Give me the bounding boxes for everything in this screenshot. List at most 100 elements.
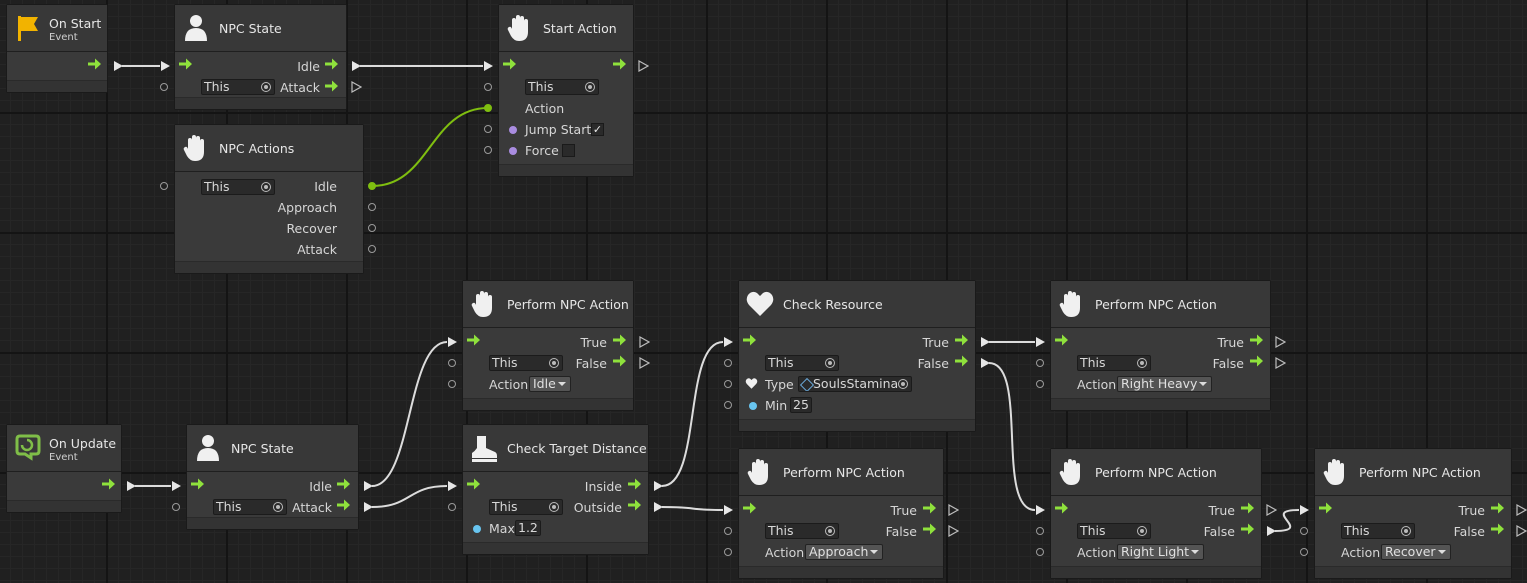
value-port[interactable]: [1036, 359, 1044, 367]
force-checkbox[interactable]: [562, 144, 575, 157]
min-value-field[interactable]: 25: [790, 397, 812, 413]
on-update-node[interactable]: On Update Event: [6, 424, 122, 513]
exec-port[interactable]: [160, 60, 171, 72]
npc-state-node[interactable]: NPC State This Idle Attack: [174, 4, 347, 110]
jump-start-checkbox[interactable]: ✓: [591, 123, 604, 136]
target-field[interactable]: This: [525, 79, 599, 95]
value-port[interactable]: [172, 503, 180, 511]
exec-port[interactable]: [723, 336, 734, 348]
type-field[interactable]: SoulsStamina: [798, 376, 912, 392]
exec-port[interactable]: [639, 336, 650, 348]
start-action-node[interactable]: Start Action This Action Jump Start ✓ Fo…: [498, 4, 634, 177]
target-field[interactable]: This: [1077, 355, 1151, 371]
npc-actions-node[interactable]: NPC Actions This Idle Approach Recover A…: [174, 124, 364, 274]
object-picker-icon[interactable]: [549, 502, 559, 512]
exec-port[interactable]: [447, 480, 458, 492]
target-field[interactable]: This: [1341, 523, 1415, 539]
target-field[interactable]: This: [213, 499, 287, 515]
exec-port[interactable]: [948, 525, 959, 537]
value-port[interactable]: [160, 83, 168, 91]
value-port[interactable]: [724, 548, 732, 556]
exec-port[interactable]: [363, 480, 374, 492]
object-picker-icon[interactable]: [585, 82, 595, 92]
exec-port[interactable]: [980, 357, 991, 369]
exec-port[interactable]: [351, 60, 362, 72]
object-picker-icon[interactable]: [549, 358, 559, 368]
exec-port[interactable]: [1516, 525, 1527, 537]
perform-npc-action-node[interactable]: Perform NPC Action This Action Right Lig…: [1050, 448, 1262, 579]
exec-port[interactable]: [1275, 357, 1286, 369]
exec-port[interactable]: [1516, 504, 1527, 516]
action-dropdown[interactable]: Approach: [805, 544, 884, 560]
action-dropdown[interactable]: Right Light: [1117, 544, 1205, 560]
value-port[interactable]: [484, 104, 492, 112]
exec-port[interactable]: [980, 336, 991, 348]
object-picker-icon[interactable]: [898, 379, 908, 389]
value-port[interactable]: [484, 83, 492, 91]
value-port[interactable]: [724, 401, 732, 409]
exec-port[interactable]: [171, 480, 182, 492]
exec-port[interactable]: [639, 357, 650, 369]
object-picker-icon[interactable]: [1137, 526, 1147, 536]
on-start-node[interactable]: On Start Event: [6, 4, 108, 93]
target-field[interactable]: This: [765, 523, 839, 539]
exec-port[interactable]: [638, 60, 649, 72]
value-port[interactable]: [368, 203, 376, 211]
exec-port[interactable]: [1299, 504, 1310, 516]
value-port[interactable]: [1300, 527, 1308, 535]
value-port[interactable]: [1036, 527, 1044, 535]
object-picker-icon[interactable]: [261, 182, 271, 192]
object-picker-icon[interactable]: [825, 526, 835, 536]
target-field[interactable]: This: [201, 179, 275, 195]
object-picker-icon[interactable]: [1401, 526, 1411, 536]
exec-port[interactable]: [483, 60, 494, 72]
value-port[interactable]: [368, 182, 376, 190]
exec-port[interactable]: [126, 480, 137, 492]
exec-port[interactable]: [351, 81, 362, 93]
action-dropdown[interactable]: Idle: [529, 376, 571, 392]
exec-port[interactable]: [1035, 336, 1046, 348]
target-field[interactable]: This: [489, 355, 563, 371]
target-field[interactable]: This: [201, 79, 275, 95]
exec-port[interactable]: [653, 501, 664, 513]
value-port[interactable]: [1300, 548, 1308, 556]
object-picker-icon[interactable]: [1137, 358, 1147, 368]
target-field[interactable]: This: [1077, 523, 1151, 539]
value-port[interactable]: [368, 245, 376, 253]
check-resource-node[interactable]: Check Resource This Type SoulsStamina Mi…: [738, 280, 976, 432]
value-port[interactable]: [1036, 548, 1044, 556]
value-port[interactable]: [724, 380, 732, 388]
target-field[interactable]: This: [765, 355, 839, 371]
exec-port[interactable]: [653, 480, 664, 492]
exec-port[interactable]: [948, 504, 959, 516]
exec-port[interactable]: [113, 60, 124, 72]
action-dropdown[interactable]: Recover: [1381, 544, 1451, 560]
perform-npc-action-node[interactable]: Perform NPC Action This Action Right Hea…: [1050, 280, 1271, 411]
exec-port[interactable]: [447, 336, 458, 348]
value-port[interactable]: [368, 224, 376, 232]
npc-state-node[interactable]: NPC State This Idle Attack: [186, 424, 359, 530]
target-field[interactable]: This: [489, 499, 563, 515]
check-target-distance-node[interactable]: Check Target Distance This Max 1.2 Insid…: [462, 424, 649, 555]
perform-npc-action-node[interactable]: Perform NPC Action This Action Approach …: [738, 448, 944, 579]
exec-port[interactable]: [1275, 336, 1286, 348]
value-port[interactable]: [448, 359, 456, 367]
exec-port[interactable]: [363, 501, 374, 513]
value-port[interactable]: [448, 503, 456, 511]
exec-port[interactable]: [1266, 504, 1277, 516]
value-port[interactable]: [1036, 380, 1044, 388]
perform-npc-action-node[interactable]: Perform NPC Action This Action Recover T…: [1314, 448, 1512, 579]
value-port[interactable]: [724, 527, 732, 535]
value-port[interactable]: [484, 146, 492, 154]
exec-port[interactable]: [1035, 504, 1046, 516]
action-dropdown[interactable]: Right Heavy: [1117, 376, 1213, 392]
object-picker-icon[interactable]: [261, 82, 271, 92]
object-picker-icon[interactable]: [273, 502, 283, 512]
value-port[interactable]: [160, 182, 168, 190]
object-picker-icon[interactable]: [825, 358, 835, 368]
perform-npc-action-node[interactable]: Perform NPC Action This Action Idle True…: [462, 280, 634, 411]
value-port[interactable]: [724, 359, 732, 367]
value-port[interactable]: [448, 380, 456, 388]
max-value-field[interactable]: 1.2: [515, 520, 541, 536]
exec-port[interactable]: [1266, 525, 1277, 537]
